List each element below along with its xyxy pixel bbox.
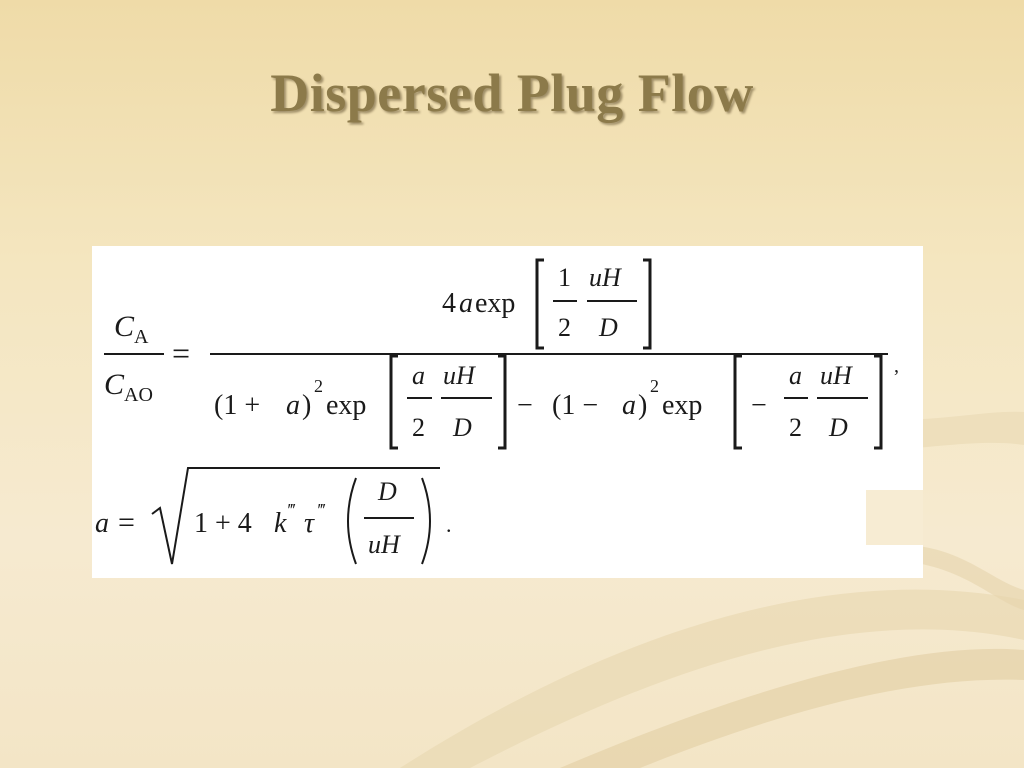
lhs-fraction: C A C AO	[104, 310, 164, 406]
term2-left-bracket	[733, 354, 742, 450]
term1-exp-fn: exp	[326, 390, 366, 421]
trailing-period: .	[446, 512, 452, 537]
formula-image: C A C AO = 4 a exp 1 2 uH D	[92, 246, 923, 578]
paren-close	[421, 477, 431, 565]
denominator-minus: −	[517, 390, 533, 421]
slide-title: Dispersed Plug Flow	[270, 63, 754, 123]
num-right-bracket	[643, 258, 652, 350]
second-equation: a = 1 + 4 k ‴ τ ‴ D uH .	[95, 467, 452, 565]
term2-paren-close: )	[638, 390, 647, 421]
tau-symbol: τ	[304, 508, 315, 539]
term1-frac2-den: D	[452, 413, 472, 442]
term2-paren-open: (1 −	[552, 390, 598, 421]
num-frac2-num: uH	[589, 263, 622, 292]
second-equals: =	[118, 506, 135, 539]
lhs-den-subscript: AO	[124, 384, 153, 406]
term1-right-bracket	[498, 354, 507, 450]
term2-right-bracket	[874, 354, 883, 450]
square-root-sign	[151, 467, 440, 565]
lhs-num-subscript: A	[134, 326, 149, 348]
term1-var: a	[286, 390, 300, 421]
k-superscript: ‴	[288, 500, 296, 520]
lhs-den-symbol: C	[104, 368, 125, 401]
num-frac2-den: D	[598, 313, 618, 342]
term2-var: a	[622, 390, 636, 421]
main-numerator: 4 a exp 1 2 uH D	[442, 258, 652, 350]
panel-notch	[866, 490, 923, 545]
trailing-comma: ,	[894, 355, 899, 377]
term2-frac2-den: D	[828, 413, 848, 442]
num-frac1-num: 1	[558, 263, 571, 292]
radicand-lead: 1 + 4	[194, 508, 252, 539]
term2-neg: −	[751, 390, 767, 421]
paren-open	[347, 477, 357, 565]
num-coef: 4	[442, 288, 456, 319]
tau-superscript: ‴	[318, 500, 326, 520]
sqrt-frac-den: uH	[368, 530, 401, 559]
term1-frac1-den: 2	[412, 413, 425, 442]
term1-frac1-num: a	[412, 361, 425, 390]
term2-frac1-den: 2	[789, 413, 802, 442]
term2-power: 2	[650, 376, 659, 396]
term1-paren-open: (1 +	[214, 390, 260, 421]
k-symbol: k	[274, 508, 287, 539]
term2-frac1-num: a	[789, 361, 802, 390]
equals-sign: =	[172, 335, 190, 371]
term1-frac2-num: uH	[443, 361, 476, 390]
lhs-num-symbol: C	[114, 310, 135, 343]
sqrt-frac-num: D	[377, 477, 397, 506]
denominator-term-1: (1 + a ) 2 exp a 2 uH D	[214, 354, 507, 450]
term1-power: 2	[314, 376, 323, 396]
denominator-term-2: (1 − a ) 2 exp − a 2 uH D	[552, 354, 883, 450]
formula-equations: C A C AO = 4 a exp 1 2 uH D	[95, 258, 899, 565]
num-frac1-den: 2	[558, 313, 571, 342]
term1-paren-close: )	[302, 390, 311, 421]
term2-frac2-num: uH	[820, 361, 853, 390]
num-left-bracket	[535, 258, 544, 350]
a-symbol: a	[95, 508, 109, 539]
term2-exp-fn: exp	[662, 390, 702, 421]
num-var: a	[459, 288, 473, 319]
term1-left-bracket	[389, 354, 398, 450]
num-exp-fn: exp	[475, 288, 515, 319]
